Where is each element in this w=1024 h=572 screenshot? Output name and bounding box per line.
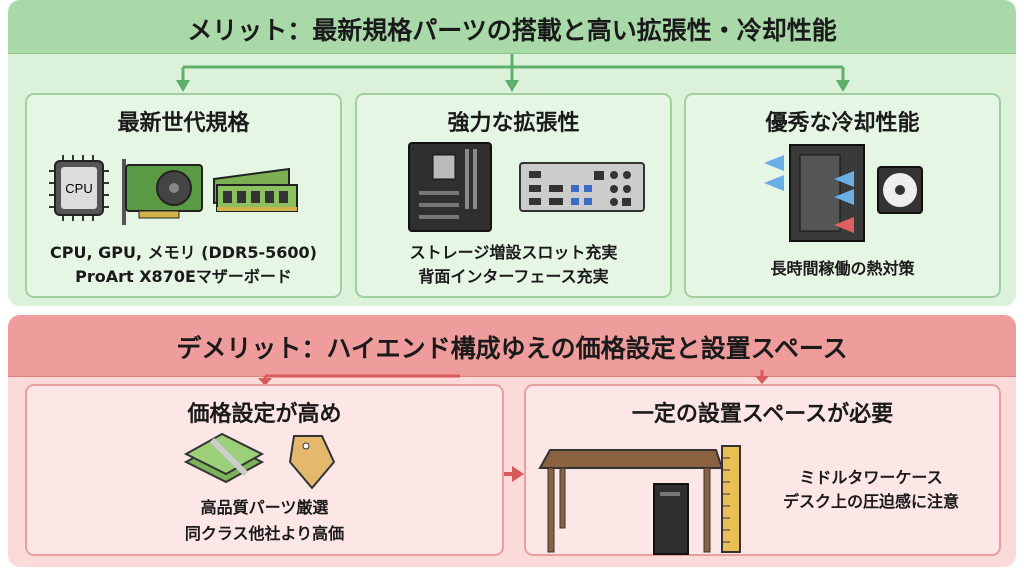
pc-case-airflow-icon: [764, 144, 923, 242]
memory-icon: [213, 167, 298, 212]
card-space-required: 一定の設置スペースが必要 ミドルタワーケース デスク上の圧迫感に注意: [524, 384, 1001, 556]
pc-tower-icon: [653, 483, 689, 555]
merit-header: メリット：最新規格パーツの搭載と高い拡張性・冷却性能: [8, 0, 1016, 54]
svg-text:CPU: CPU: [65, 181, 92, 196]
card-high-price: 価格設定が高め 高品質パーツ厳選 同クラス他社より高価: [25, 384, 504, 556]
motherboard-icon: [408, 142, 492, 232]
card-cooling: 優秀な冷却性能 長時間稼働の熱対策: [684, 93, 1001, 298]
desk-icon: [538, 449, 724, 553]
demerit-header: デメリット：ハイエンド構成ゆえの価格設定と設置スペース: [8, 315, 1016, 377]
card-line-1: ストレージ増設スロット充実: [409, 243, 618, 262]
card-latest-standards: 最新世代規格 CPU CPU, GPU, メモリ (DDR5-5600) Pro…: [25, 93, 342, 298]
fan-icon: [877, 166, 923, 214]
rear-io-panel-icon: [519, 162, 645, 212]
card-line-2: ProArt X870Eマザーボード: [75, 267, 292, 286]
price-tag-icon: [288, 435, 336, 490]
card-title: 一定の設置スペースが必要: [631, 402, 894, 427]
card-line-2: デスク上の圧迫感に注意: [782, 492, 959, 511]
card-title: 価格設定が高め: [187, 402, 342, 427]
demerit-connector-arrows: [258, 370, 769, 482]
card-title: 強力な拡張性: [447, 111, 580, 136]
card-line-2: 同クラス他社より高価: [184, 524, 345, 543]
merit-title: メリット：最新規格パーツの搭載と高い拡張性・冷却性能: [187, 16, 837, 45]
card-line-2: 背面インターフェース充実: [418, 267, 609, 286]
gpu-icon: [122, 159, 203, 225]
card-line-1: 高品質パーツ厳選: [200, 498, 329, 517]
card-title: 優秀な冷却性能: [765, 111, 920, 136]
motherboard-io-icons: [408, 142, 645, 232]
cpu-icon: CPU: [49, 155, 109, 221]
demerit-title: デメリット：ハイエンド構成ゆえの価格設定と設置スペース: [176, 334, 848, 363]
money-price-tag-icons: [183, 432, 336, 490]
merit-connector-arrows: [176, 54, 850, 92]
card-title: 最新世代規格: [117, 111, 250, 136]
card-line-1: ミドルタワーケース: [799, 468, 943, 487]
card-expandability: 強力な拡張性 ストレージ増設スロット充実 背面インターフェース充実: [355, 93, 672, 298]
desk-tower-ruler-icon: [538, 445, 741, 555]
hardware-icons: CPU: [49, 155, 298, 225]
money-stack-icon: [183, 432, 265, 484]
card-line-1: CPU, GPU, メモリ (DDR5-5600): [50, 243, 317, 262]
card-line-1: 長時間稼働の熱対策: [770, 259, 915, 278]
ruler-icon: [721, 445, 741, 553]
